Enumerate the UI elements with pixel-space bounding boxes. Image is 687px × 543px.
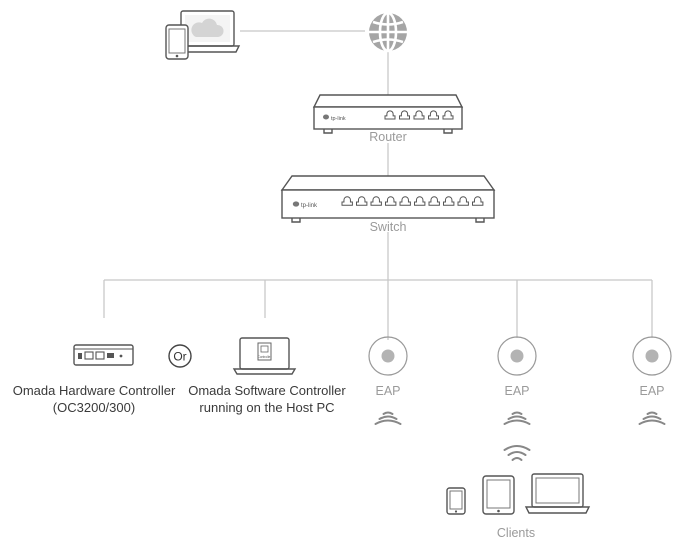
- or-badge: Or: [168, 344, 192, 368]
- clients-group: [446, 473, 591, 515]
- switch-logo: tp-link: [301, 203, 318, 209]
- laptop-icon: [524, 473, 591, 514]
- port-icon: [442, 110, 454, 120]
- port-icon: [384, 110, 396, 120]
- eap-label: EAP: [639, 384, 664, 398]
- port-icon: [414, 196, 426, 206]
- eap-icon: [368, 336, 408, 376]
- eap-1: EAP: [368, 336, 408, 425]
- hardware-controller-label-line1: Omada Hardware Controller: [13, 383, 176, 398]
- port-icon: [472, 196, 484, 206]
- clients-label: Clients: [497, 526, 535, 540]
- switch-label: Switch: [370, 220, 407, 234]
- connection-lines: [103, 30, 653, 340]
- software-controller-screen-text: Controller: [258, 355, 273, 359]
- port-icon: [385, 196, 397, 206]
- eap-label: EAP: [375, 384, 400, 398]
- wifi-icon: [503, 411, 531, 425]
- eap-icon: [632, 336, 672, 376]
- router-logo: tp-link: [331, 116, 346, 122]
- switch-icon: [280, 175, 496, 223]
- port-icon: [428, 196, 440, 206]
- router-label: Router: [369, 130, 407, 144]
- wifi-icon: [374, 411, 402, 425]
- software-controller-label-line1: Omada Software Controller: [188, 383, 346, 398]
- eap-2: EAP: [497, 336, 537, 425]
- port-icon: [443, 196, 455, 206]
- router-ports: [384, 110, 454, 120]
- port-icon: [341, 196, 353, 206]
- or-badge-text: Or: [173, 350, 186, 364]
- hardware-controller-icon: [73, 344, 134, 366]
- port-icon: [413, 110, 425, 120]
- switch-ports: [341, 196, 484, 206]
- eap-icon: [497, 336, 537, 376]
- cloud-laptop-phone-icon: [165, 10, 241, 60]
- tablet-icon: [482, 475, 515, 515]
- wifi-icon: [503, 445, 531, 461]
- globe-icon: [369, 11, 407, 53]
- laptop-icon: [232, 337, 297, 375]
- hardware-controller-label-line2: (OC3200/300): [53, 400, 135, 415]
- port-icon: [370, 196, 382, 206]
- router-icon: [312, 94, 464, 134]
- eap-3: EAP: [632, 336, 672, 425]
- port-icon: [399, 110, 410, 120]
- port-icon: [356, 196, 368, 206]
- port-icon: [428, 110, 439, 120]
- phone-icon: [446, 487, 466, 515]
- port-icon: [399, 196, 411, 206]
- eap-label: EAP: [504, 384, 529, 398]
- wifi-icon: [638, 411, 666, 425]
- software-controller-label-line2: running on the Host PC: [199, 400, 334, 415]
- port-icon: [457, 196, 469, 206]
